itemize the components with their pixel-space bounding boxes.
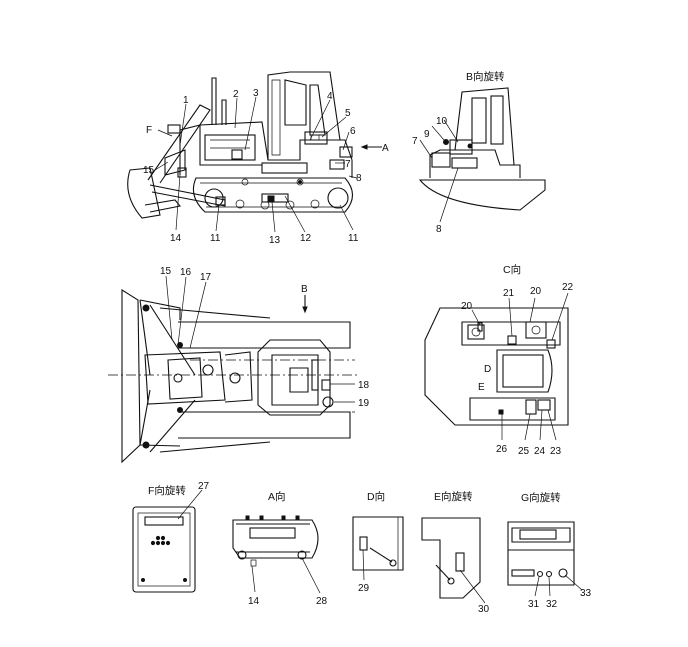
top-callout-18: 18 — [358, 380, 370, 391]
view-f-title: F向旋转 — [148, 484, 186, 497]
view-d-callout-29: 29 — [358, 583, 370, 594]
view-b-callout-10: 10 — [436, 116, 448, 127]
view-letter-a: A — [382, 143, 389, 154]
view-e-title: E向旋转 — [434, 490, 473, 503]
view-g-callout-33: 33 — [580, 588, 592, 599]
callout-7: 7 — [345, 159, 351, 170]
callout-13: 13 — [269, 235, 281, 246]
view-c-callout-20b: 20 — [530, 286, 542, 297]
top-callout-15: 15 — [160, 266, 172, 277]
view-a-callout-28: 28 — [316, 596, 328, 607]
view-b-callout-7: 7 — [412, 136, 418, 147]
callout-15: 15 — [143, 165, 155, 176]
view-c-callout-26: 26 — [496, 444, 508, 455]
view-c-callout-24: 24 — [534, 446, 546, 457]
top-callout-19: 19 — [358, 398, 370, 409]
view-a-callout-14: 14 — [248, 596, 260, 607]
view-c-callout-20a: 20 — [461, 301, 473, 312]
view-g-title: G向旋转 — [521, 491, 561, 504]
side-view-leaders — [154, 96, 382, 233]
view-c-callout-21: 21 — [503, 288, 515, 299]
callout-2: 2 — [233, 89, 239, 100]
view-c-callout-22: 22 — [562, 282, 574, 293]
callout-14: 14 — [170, 233, 182, 244]
callout-3: 3 — [253, 88, 259, 99]
view-e-callout-30: 30 — [478, 604, 490, 615]
view-b-drawing — [418, 87, 546, 223]
callout-1: 1 — [183, 95, 189, 106]
view-e-drawing — [421, 517, 486, 604]
view-g-callout-32: 32 — [546, 599, 558, 610]
view-a-drawing — [232, 515, 321, 594]
view-c-callout-25: 25 — [518, 446, 530, 457]
top-view — [108, 275, 360, 464]
view-f-drawing — [132, 489, 203, 593]
top-callout-17: 17 — [200, 272, 212, 283]
view-c-title: C向 — [503, 263, 521, 276]
view-c-letter-d: D — [484, 364, 491, 375]
view-g-drawing — [507, 521, 583, 597]
callout-11a: 11 — [210, 233, 221, 244]
view-a-title: A向 — [268, 490, 286, 503]
callout-12: 12 — [300, 233, 312, 244]
view-letter-f: F — [146, 125, 152, 136]
view-c-letter-e: E — [478, 382, 485, 393]
view-d-drawing — [352, 516, 404, 581]
view-g-callout-31: 31 — [528, 599, 540, 610]
side-view — [127, 71, 354, 219]
view-c-drawing — [424, 292, 569, 441]
view-b-callout-8: 8 — [436, 224, 442, 235]
view-f-callout-27: 27 — [198, 481, 210, 492]
callout-5: 5 — [345, 108, 351, 119]
callout-11b: 11 — [348, 233, 359, 244]
callout-8: 8 — [356, 173, 362, 184]
top-callout-16: 16 — [180, 267, 192, 278]
view-b-callout-9: 9 — [424, 129, 430, 140]
top-view-letter-b: B — [301, 284, 308, 295]
view-d-title: D向 — [367, 490, 385, 503]
view-c-callout-23: 23 — [550, 446, 562, 457]
view-b-title: B向旋转 — [466, 70, 505, 83]
callout-6: 6 — [350, 126, 356, 137]
callout-4: 4 — [327, 91, 333, 102]
